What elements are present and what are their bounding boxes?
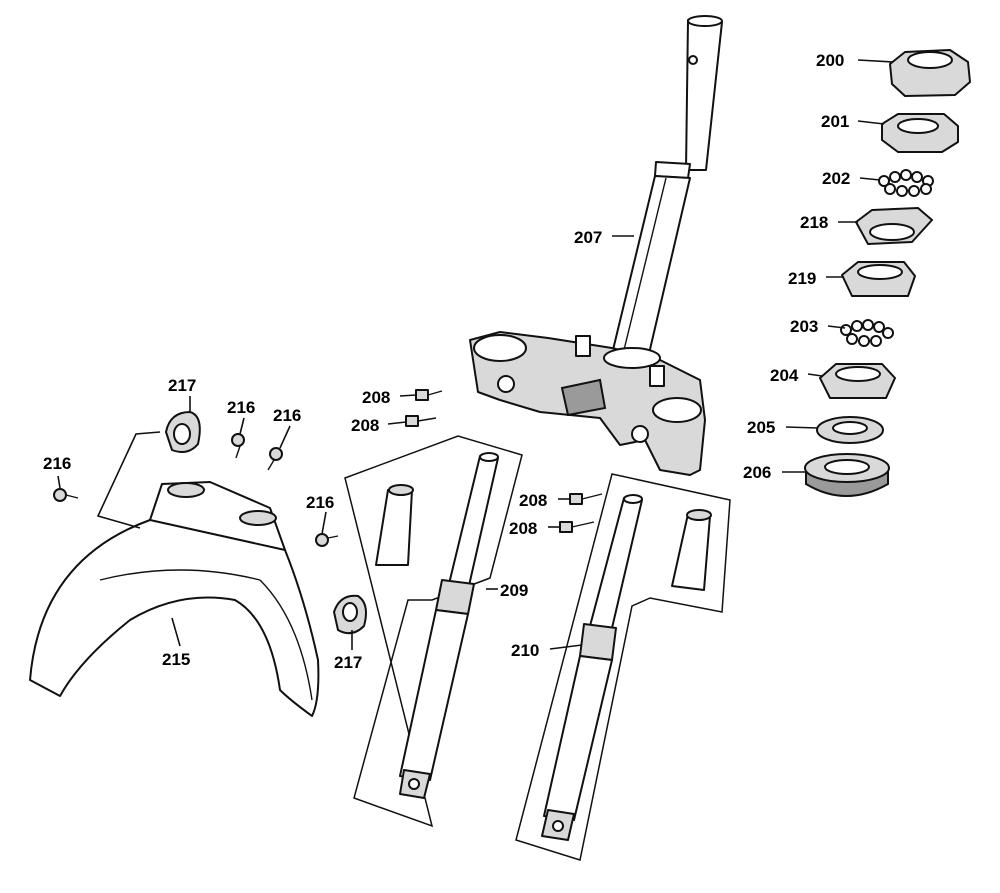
- label-205: 205: [747, 418, 775, 437]
- leader-lines: [57, 59, 894, 650]
- label-218: 218: [800, 213, 828, 232]
- label-217-b: 217: [334, 653, 362, 672]
- screw-216-c: [267, 447, 283, 471]
- screw-216-b: [231, 433, 245, 459]
- fork-210-box: [515, 473, 731, 861]
- label-219: 219: [788, 269, 816, 288]
- screw-216-a: [53, 488, 79, 502]
- label-208-b: 208: [351, 416, 379, 435]
- label-216-a: 216: [43, 454, 71, 473]
- clip-217-a: [165, 411, 201, 453]
- label-203: 203: [790, 317, 818, 336]
- label-207: 207: [574, 228, 602, 247]
- label-216-d: 216: [306, 493, 334, 512]
- label-210: 210: [511, 641, 539, 660]
- bolt-208-b: [405, 415, 437, 427]
- label-202: 202: [822, 169, 850, 188]
- steering-stem-207: [611, 15, 723, 359]
- label-209: 209: [500, 581, 528, 600]
- nut-200: [889, 49, 971, 97]
- cone-219: [841, 261, 916, 297]
- fork-spring-210: [671, 509, 712, 591]
- fork-leg-209: [399, 452, 499, 799]
- label-216-c: 216: [273, 406, 301, 425]
- label-208-c: 208: [519, 491, 547, 510]
- fork-leg-210: [541, 494, 643, 841]
- label-208-d: 208: [509, 519, 537, 538]
- cup-204: [819, 363, 896, 399]
- label-201: 201: [821, 112, 849, 131]
- label-200: 200: [816, 51, 844, 70]
- label-206: 206: [743, 463, 771, 482]
- clip-217-b: [333, 594, 367, 635]
- cup-218: [855, 207, 933, 245]
- fender-bracket-line: [96, 431, 161, 529]
- fork-209-box: [344, 435, 523, 828]
- label-215: 215: [162, 650, 190, 669]
- ball-bearing-203: [840, 319, 894, 347]
- label-208-a: 208: [362, 388, 390, 407]
- cone-race-206: [804, 453, 890, 497]
- bolt-208-a: [415, 389, 443, 401]
- washer-205: [816, 416, 884, 444]
- label-204: 204: [770, 366, 799, 385]
- label-216-b: 216: [227, 398, 255, 417]
- label-217-a: 217: [168, 376, 196, 395]
- ball-bearing-202: [878, 169, 934, 197]
- bolt-208-c: [569, 493, 603, 505]
- lower-triple-clamp: [469, 331, 706, 476]
- bolt-208-d: [559, 521, 595, 533]
- front-fender-215: [29, 481, 320, 717]
- fork-spring-209: [375, 484, 414, 566]
- nut-201: [881, 113, 959, 153]
- screw-216-d: [315, 533, 339, 547]
